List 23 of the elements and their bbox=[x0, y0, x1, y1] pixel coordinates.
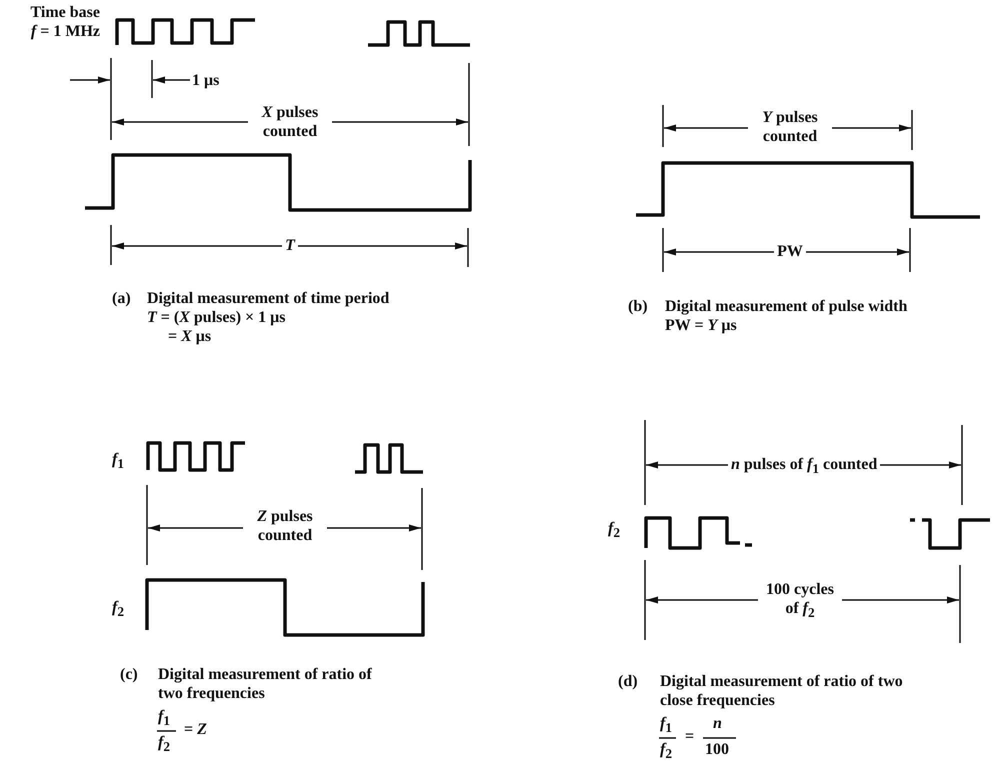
equation: f$_{2}$ bbox=[158, 733, 170, 756]
panel-label: (a) bbox=[112, 289, 131, 308]
equation: = Z bbox=[184, 720, 207, 739]
figure-caption: Digital measurement of pulse width bbox=[665, 297, 908, 316]
figure-caption: Digital measurement of time period bbox=[147, 289, 390, 308]
equation: f$_{1}$ bbox=[158, 707, 170, 730]
equation: PW = Y μs bbox=[665, 316, 737, 335]
signal-label: f$_{1}$ bbox=[112, 450, 124, 474]
dimension-label: 1 μs bbox=[192, 71, 220, 90]
panel-label: (d) bbox=[618, 672, 638, 691]
equation: 100 bbox=[705, 740, 729, 759]
equation: = X μs bbox=[168, 327, 212, 346]
panel-label: (c) bbox=[120, 665, 138, 684]
signal-label: f = 1 MHz bbox=[30, 22, 100, 41]
equation: = bbox=[685, 727, 694, 746]
signal-label: f$_{2}$ bbox=[112, 598, 124, 622]
equation: f$_{1}$ bbox=[660, 714, 672, 738]
signal-label: Time base bbox=[30, 3, 100, 22]
signal-label: f$_{2}$ bbox=[608, 519, 620, 542]
equation: n bbox=[713, 714, 722, 733]
equation: T = (X pulses) × 1 μs bbox=[147, 308, 286, 327]
equation: f$_{2}$ bbox=[660, 740, 672, 764]
panel-label: (b) bbox=[628, 297, 648, 316]
